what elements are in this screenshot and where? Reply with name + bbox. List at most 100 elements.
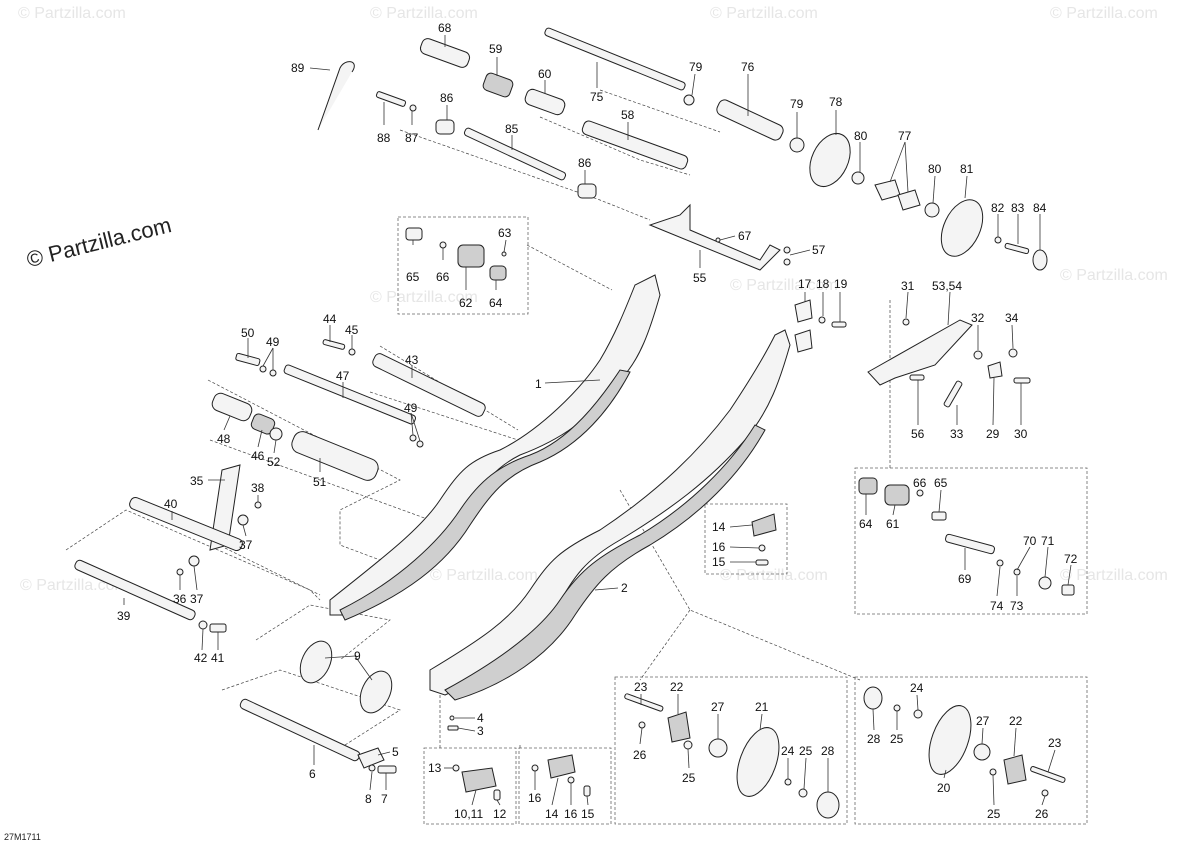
part-23-bolt-2 — [1030, 766, 1066, 783]
part-6-shaft — [239, 698, 361, 762]
rail-lower — [429, 329, 791, 701]
part-67-pin — [715, 237, 721, 243]
leader — [1047, 749, 1056, 773]
box-bracket-parts — [447, 715, 591, 801]
part-88-bolt — [375, 91, 407, 107]
part-57-nut — [783, 246, 791, 254]
part-25-washer-3 — [893, 704, 901, 712]
leader — [257, 429, 263, 448]
box-wheel-left-parts — [624, 693, 840, 819]
part-28-cap-2 — [863, 686, 883, 710]
callout-47: 47 — [336, 369, 350, 383]
leader — [369, 771, 373, 791]
callout-70: 70 — [1023, 534, 1037, 548]
part-80-washer-2 — [924, 202, 940, 218]
callout-26a: 26 — [633, 748, 647, 762]
leader — [1044, 546, 1049, 578]
leader — [938, 489, 942, 513]
callout-86b: 86 — [578, 156, 592, 170]
part-86-sleeve-2 — [577, 183, 597, 199]
leader — [377, 751, 391, 756]
leader — [594, 587, 619, 591]
part-78-wheel — [809, 133, 851, 187]
path — [207, 379, 401, 561]
callout-27a: 27 — [711, 700, 725, 714]
leader — [242, 524, 247, 537]
callout-75: 75 — [590, 90, 604, 104]
callout-33: 33 — [950, 427, 964, 441]
watermark-text: © Partzilla.com — [370, 289, 478, 306]
rail-upper — [329, 274, 661, 621]
watermark-text: © Partzilla.com — [370, 5, 478, 22]
part-44-bolt — [322, 339, 346, 350]
callout-79a: 79 — [689, 60, 703, 74]
callout-28a: 28 — [821, 744, 835, 758]
part-73-washer — [1013, 568, 1021, 576]
callout-76: 76 — [741, 60, 755, 74]
callout-31: 31 — [901, 279, 915, 293]
callout-68: 68 — [438, 21, 452, 35]
group-box-bracket-left — [423, 747, 517, 825]
path — [526, 244, 613, 291]
leader — [943, 769, 947, 779]
leader — [964, 175, 968, 199]
part-62-pad — [457, 244, 485, 268]
path — [65, 509, 321, 601]
leader — [354, 655, 373, 681]
part-25-washer-2 — [798, 788, 808, 798]
part-26-nut — [638, 721, 646, 729]
part-52-washer — [269, 427, 283, 441]
leader — [947, 291, 951, 326]
callout-4: 4 — [477, 711, 484, 725]
callout-2: 2 — [621, 581, 628, 595]
callout-22b: 22 — [1009, 714, 1023, 728]
callout-45: 45 — [345, 323, 359, 337]
part-30-bolt — [1013, 377, 1031, 384]
part-55-axle-bracket — [648, 203, 781, 271]
part-47-shaft — [283, 364, 416, 425]
part-36-bolt — [176, 568, 184, 576]
leader — [691, 73, 696, 96]
leader — [586, 795, 589, 806]
callout-59: 59 — [489, 42, 503, 56]
callout-25a: 25 — [682, 771, 696, 785]
callout-30: 30 — [1014, 427, 1028, 441]
callout-42: 42 — [194, 651, 208, 665]
part-18-washer — [818, 316, 826, 324]
callout-8: 8 — [365, 792, 372, 806]
group-boxes — [397, 216, 1088, 825]
part-58-tube — [581, 120, 689, 170]
callout-44: 44 — [323, 312, 337, 326]
part-15-screw-2 — [583, 785, 591, 797]
leader — [1011, 324, 1014, 349]
part-69-axle — [944, 533, 996, 555]
part-61-pad — [884, 484, 910, 506]
callout-66a: 66 — [436, 270, 450, 284]
leader — [309, 67, 331, 71]
watermark-text: © Partzilla.com — [1060, 567, 1168, 584]
shaft-parts — [317, 27, 1048, 271]
leader — [981, 727, 984, 745]
callout-46: 46 — [251, 449, 265, 463]
leader — [996, 566, 1001, 597]
callout-13: 13 — [428, 761, 442, 775]
part-34-nut — [1008, 348, 1018, 358]
part-39-shaft — [74, 559, 196, 621]
part-16-washer-3 — [567, 776, 575, 784]
box-wheel-right-parts — [863, 686, 1066, 797]
part-46-bushing — [250, 413, 276, 435]
part-41-bolt — [209, 623, 227, 633]
part-37-washer-2 — [188, 555, 200, 567]
callout-85: 85 — [505, 122, 519, 136]
leader — [273, 439, 277, 454]
part-4-washer — [449, 715, 455, 721]
callout-27b: 27 — [976, 714, 990, 728]
part-7-bolt — [377, 765, 397, 774]
part-43-tube — [372, 353, 486, 417]
callout-66b: 66 — [913, 476, 927, 490]
left-parts — [74, 339, 486, 774]
callout-23a: 23 — [634, 680, 648, 694]
leader — [904, 141, 909, 193]
callout-37b: 37 — [190, 592, 204, 606]
